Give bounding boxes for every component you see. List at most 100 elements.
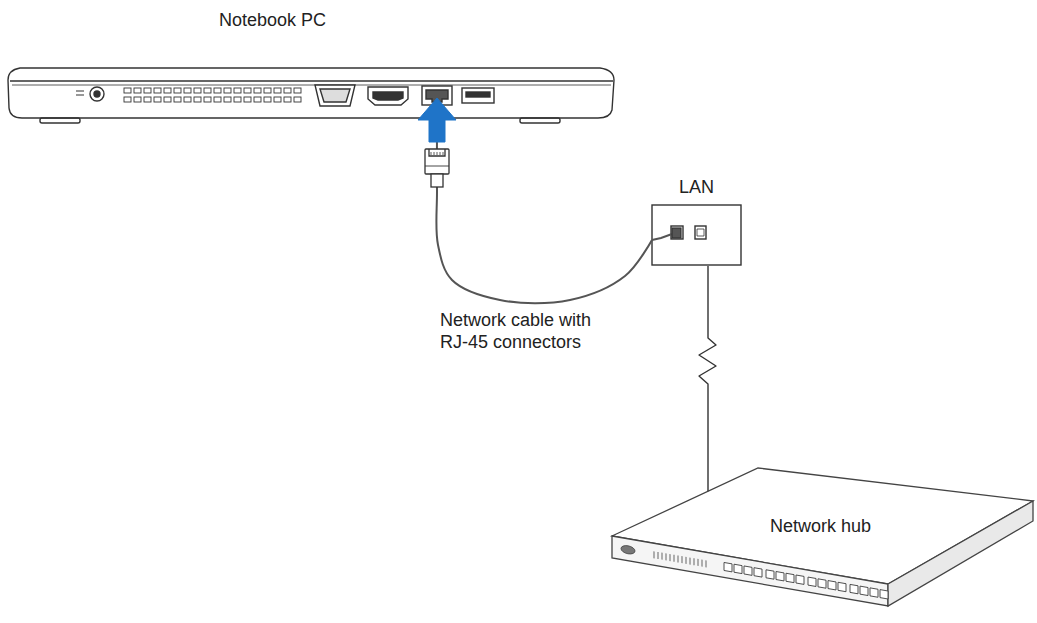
device-label: Network hub	[770, 516, 871, 537]
hub-vent-line	[653, 551, 654, 558]
vent-slot	[214, 88, 221, 93]
hub-port	[838, 582, 846, 591]
plug-body	[425, 149, 449, 174]
vga-port-inner	[320, 89, 350, 102]
hub-vent-line	[657, 552, 658, 559]
base-edge	[12, 85, 611, 86]
vent-slot	[264, 97, 271, 102]
cable-stub	[652, 234, 672, 240]
vent-slot	[244, 88, 251, 93]
power-symbol	[76, 91, 84, 95]
vent-slot	[204, 88, 211, 93]
hub-port	[828, 581, 836, 590]
hub-vent-line	[685, 557, 686, 564]
vent-slot	[134, 97, 141, 102]
hub-port	[776, 572, 784, 581]
wall-socket	[695, 226, 706, 239]
laptop-body	[8, 68, 614, 118]
wall-outlet-node: LAN	[652, 177, 741, 266]
vent-slot	[184, 88, 191, 93]
vent-slot	[234, 88, 241, 93]
plug-pins	[431, 152, 443, 155]
hub-vent-line	[677, 555, 678, 562]
hub-vent-line	[681, 556, 682, 563]
hdmi-port-inner	[373, 92, 403, 100]
hub-port	[870, 588, 878, 597]
hub-vent-line	[697, 559, 698, 566]
hub-port	[754, 568, 762, 577]
wall-plate	[652, 205, 741, 265]
hub-vent-line	[689, 558, 690, 565]
lid-seam	[10, 80, 613, 81]
vent-slot	[194, 88, 201, 93]
hub-logo	[621, 545, 635, 555]
hub-vent-line	[705, 560, 706, 567]
vent-slot	[184, 97, 191, 102]
outlet-label: LAN	[652, 177, 741, 198]
hub-port	[808, 577, 816, 586]
vent-slot	[284, 97, 291, 102]
vent-slot	[264, 88, 271, 93]
hub-port	[850, 584, 858, 593]
vent-slot	[154, 88, 161, 93]
hub-vent-line	[669, 554, 670, 561]
vent-slot	[144, 88, 151, 93]
hub-vent-line	[673, 555, 674, 562]
power-jack-pin	[94, 91, 100, 97]
hub-port	[766, 570, 774, 579]
hub-vent-line	[693, 558, 694, 565]
lan-port	[422, 86, 452, 105]
vent-slot	[164, 88, 171, 93]
insert-arrow	[418, 98, 456, 142]
laptop-foot	[40, 118, 80, 123]
vent-slot	[254, 97, 261, 102]
network-hub-node: Network hub	[610, 466, 1035, 623]
vent-slot	[244, 97, 251, 102]
vent-slot	[224, 88, 231, 93]
power-jack	[90, 87, 104, 101]
vent-slot	[274, 88, 281, 93]
hub-outline	[610, 466, 1035, 623]
vent-slot	[204, 97, 211, 102]
plug-contacts	[429, 149, 445, 156]
hub-vent-line	[701, 560, 702, 567]
vent-slot	[134, 88, 141, 93]
hub-port	[734, 564, 742, 573]
vent-slot	[234, 97, 241, 102]
vent-slot	[124, 97, 131, 102]
vent-slot	[284, 88, 291, 93]
vent-slot	[164, 97, 171, 102]
laptop-node: Notebook PC	[8, 6, 618, 122]
connector-label: Network cable with RJ-45 connectors	[440, 309, 618, 353]
hub-side-face	[888, 501, 1033, 606]
device-label: Notebook PC	[219, 10, 326, 31]
network-cable	[436, 122, 652, 303]
plug-in-socket	[672, 228, 681, 238]
hub-vent-line	[661, 553, 662, 560]
vga-port	[315, 85, 355, 106]
hub-front-face	[612, 536, 888, 606]
vent-grid	[124, 88, 301, 102]
rj45-plug	[425, 149, 449, 187]
vent-slot	[154, 97, 161, 102]
vent-slot	[194, 97, 201, 102]
vent-slot	[214, 97, 221, 102]
wall-socket-inner	[697, 229, 704, 236]
vent-slot	[254, 88, 261, 93]
wall-plate-frame	[652, 205, 741, 265]
vent-slot	[294, 97, 301, 102]
backbone-link	[699, 266, 716, 491]
hub-port	[860, 586, 868, 595]
wall-socket	[671, 226, 683, 239]
hub-vent-line	[665, 553, 666, 560]
laptop-illustration	[8, 68, 614, 123]
hub-port	[818, 579, 826, 588]
vent-slot	[174, 97, 181, 102]
plug-boot	[431, 174, 443, 187]
vent-slot	[124, 88, 131, 93]
wall-plug	[652, 228, 681, 240]
lan-port-inner	[426, 90, 448, 102]
hdmi-port	[368, 87, 408, 105]
plug-clip	[425, 166, 449, 167]
